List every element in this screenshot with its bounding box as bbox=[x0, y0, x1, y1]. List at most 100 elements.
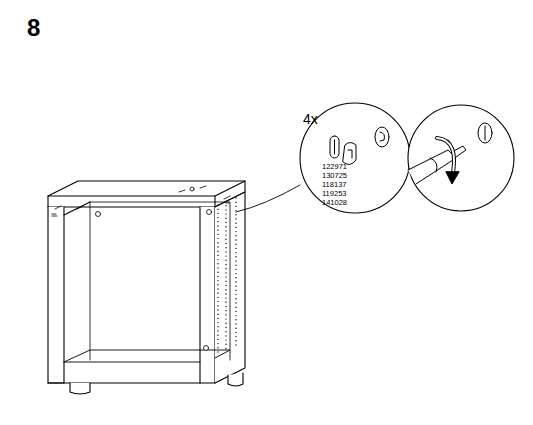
shelf-hole bbox=[225, 302, 226, 303]
shelf-hole bbox=[225, 318, 226, 319]
shelf-hole bbox=[225, 230, 226, 231]
shelf-hole bbox=[217, 335, 218, 336]
shelf-hole bbox=[235, 340, 236, 341]
shelf-hole bbox=[235, 244, 236, 245]
shelf-hole bbox=[225, 306, 226, 307]
shelf-hole bbox=[235, 302, 236, 303]
shelf-hole bbox=[217, 234, 218, 235]
shelf-hole bbox=[217, 209, 218, 210]
shelf-hole bbox=[225, 239, 226, 240]
shelf-hole bbox=[235, 260, 236, 261]
shelf-hole bbox=[235, 231, 236, 232]
cabinet-top-edge bbox=[48, 181, 245, 196]
shelf-hole bbox=[225, 222, 226, 223]
shelf-hole bbox=[225, 348, 226, 349]
shelf-hole bbox=[235, 269, 236, 270]
shelf-hole bbox=[225, 201, 226, 202]
step-number: 8 bbox=[27, 16, 40, 40]
shelf-hole bbox=[217, 267, 218, 268]
shelf-hole bbox=[225, 285, 226, 286]
shelf-hole bbox=[235, 248, 236, 249]
shelf-hole bbox=[235, 227, 236, 228]
shelf-hole bbox=[217, 259, 218, 260]
fittings bbox=[52, 186, 230, 351]
shelf-hole bbox=[225, 339, 226, 340]
shelf-hole bbox=[225, 218, 226, 219]
shelf-hole bbox=[225, 281, 226, 282]
shelf-hole bbox=[225, 344, 226, 345]
shelf-hole bbox=[235, 307, 236, 308]
shelf-hole bbox=[225, 255, 226, 256]
shelf-hole bbox=[235, 294, 236, 295]
shelf-hole bbox=[235, 218, 236, 219]
shelf-hole bbox=[235, 273, 236, 274]
shelf-hole bbox=[235, 256, 236, 257]
shelf-hole bbox=[225, 205, 226, 206]
shelf-hole bbox=[217, 225, 218, 226]
shelf-hole bbox=[235, 315, 236, 316]
shelf-hole bbox=[235, 344, 236, 345]
quantity: 4x bbox=[303, 112, 318, 126]
shelf-hole bbox=[225, 268, 226, 269]
screwdriver-detail bbox=[408, 123, 492, 184]
shelf-hole bbox=[225, 234, 226, 235]
cabinet-side bbox=[200, 207, 215, 383]
shelf-hole bbox=[217, 293, 218, 294]
shelf-hole bbox=[217, 301, 218, 302]
shelf-hole bbox=[225, 314, 226, 315]
shelf-hole bbox=[225, 251, 226, 252]
cabinet-back bbox=[90, 202, 230, 360]
shelf-hole bbox=[225, 289, 226, 290]
shelf-hole bbox=[225, 272, 226, 273]
shelf-hole bbox=[225, 331, 226, 332]
cabinet-bottom bbox=[64, 350, 230, 362]
shelf-hole bbox=[217, 343, 218, 344]
cabinet-top bbox=[48, 181, 245, 207]
shelf-hole bbox=[235, 206, 236, 207]
shelf-hole bbox=[225, 323, 226, 324]
shelf-hole bbox=[225, 293, 226, 294]
shelf-hole bbox=[225, 264, 226, 265]
shelf-hole bbox=[217, 221, 218, 222]
shelf-hole bbox=[217, 288, 218, 289]
shelf-hole bbox=[225, 209, 226, 210]
shelf-hole bbox=[225, 276, 226, 277]
part-number: 119253 bbox=[322, 190, 346, 198]
shelf-hole bbox=[235, 298, 236, 299]
detail-circle bbox=[408, 105, 514, 211]
shelf-hole bbox=[235, 210, 236, 211]
shelf-hole bbox=[235, 252, 236, 253]
shelf-hole bbox=[217, 213, 218, 214]
foot bbox=[70, 383, 90, 394]
shelf-hole bbox=[235, 311, 236, 312]
shelf-hole bbox=[225, 310, 226, 311]
shelf-hole bbox=[217, 322, 218, 323]
shelf-hole bbox=[217, 339, 218, 340]
shelf-hole bbox=[235, 214, 236, 215]
shelf-hole bbox=[217, 314, 218, 315]
cabinet-inner bbox=[64, 202, 90, 215]
shelf-hole bbox=[225, 213, 226, 214]
shelf-hole bbox=[235, 336, 236, 337]
shelf-hole bbox=[225, 297, 226, 298]
shelf-hole bbox=[235, 281, 236, 282]
shelf-hole bbox=[217, 217, 218, 218]
shelf-hole bbox=[217, 230, 218, 231]
shelf-hole bbox=[235, 265, 236, 266]
shelf-hole bbox=[217, 272, 218, 273]
shelf-hole bbox=[235, 239, 236, 240]
shelf-hole bbox=[217, 326, 218, 327]
shelf-hole bbox=[217, 309, 218, 310]
shelf-hole bbox=[235, 323, 236, 324]
shelf-hole bbox=[235, 277, 236, 278]
shelf-hole bbox=[235, 328, 236, 329]
shelf-hole bbox=[235, 332, 236, 333]
shelf-hole bbox=[217, 255, 218, 256]
shelf-hole bbox=[217, 305, 218, 306]
shelf-hole bbox=[225, 243, 226, 244]
shelf-hole bbox=[225, 335, 226, 336]
shelf-hole bbox=[217, 238, 218, 239]
shelf-hole bbox=[217, 204, 218, 205]
part-number: 141028 bbox=[322, 199, 347, 207]
